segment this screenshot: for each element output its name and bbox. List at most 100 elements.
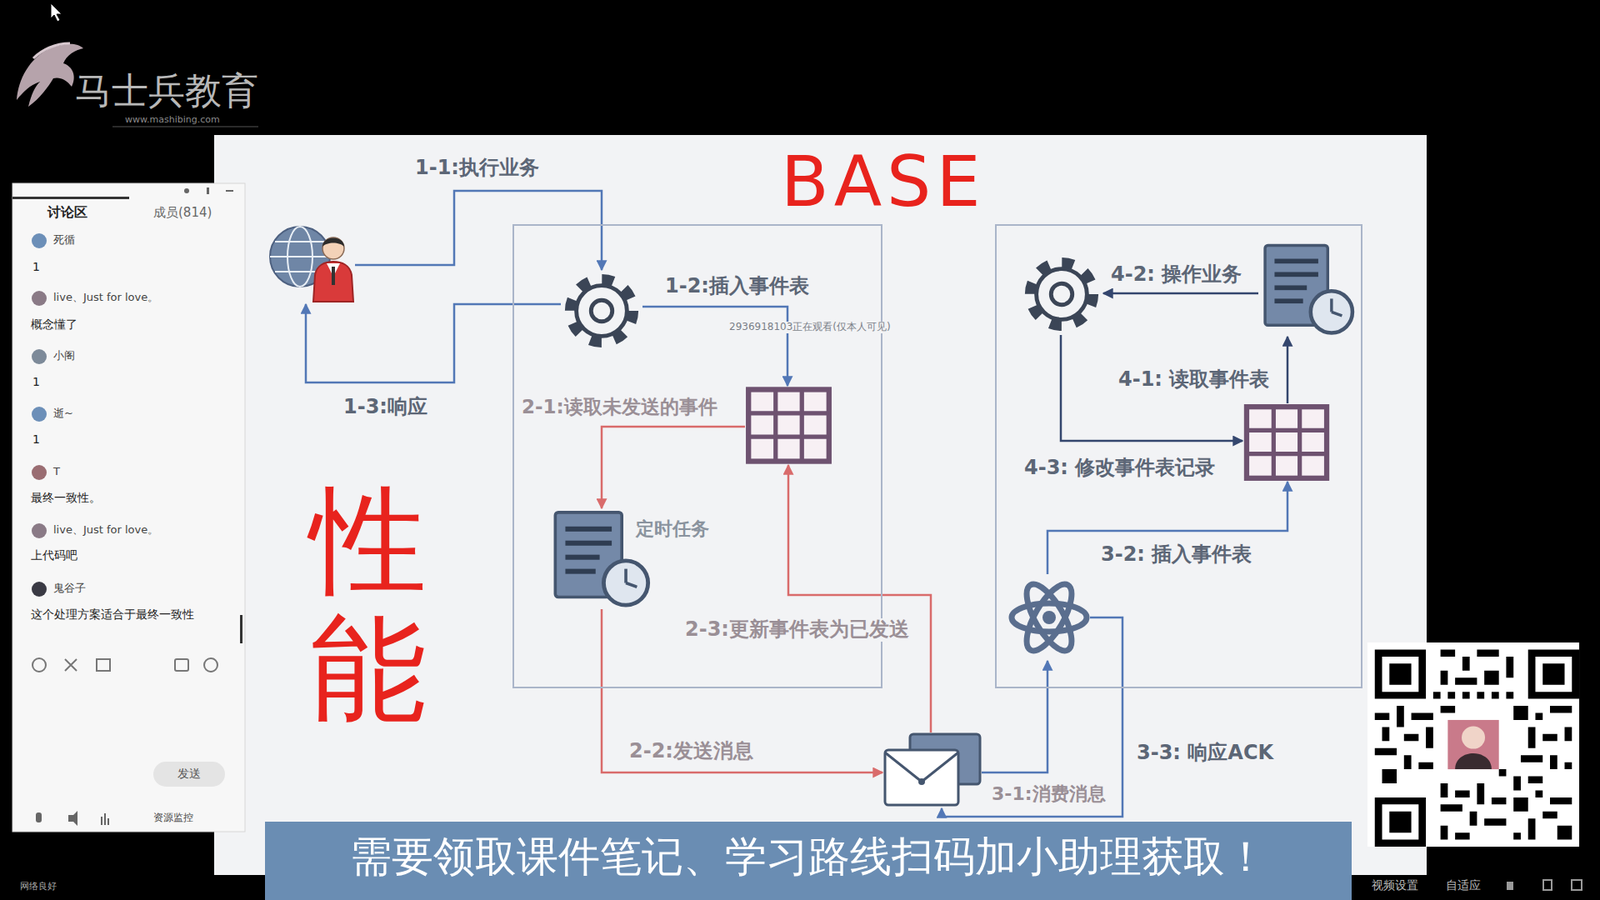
icon-part	[153, 761, 225, 787]
chat-user: 死循	[53, 234, 75, 247]
icon-part	[313, 261, 354, 302]
flow-arrow	[1286, 336, 1290, 404]
icon-part	[885, 750, 959, 805]
icon-part	[885, 752, 959, 782]
icon-part	[31, 581, 47, 597]
table-icon	[1246, 406, 1327, 479]
service-b-gear	[1020, 253, 1104, 335]
step-label: 4-1: 读取事件表	[1116, 368, 1271, 392]
icon-part	[31, 465, 47, 480]
message-envelope-icon	[885, 734, 980, 805]
slide-background	[214, 135, 1427, 875]
icon-part	[31, 233, 47, 249]
icon-part	[104, 813, 106, 825]
consumer-atom-icon	[1011, 578, 1087, 658]
status-icon	[1506, 881, 1514, 890]
service-a-boundary: 定时任务	[512, 224, 883, 689]
chat-message: 1	[32, 432, 40, 446]
chat-user: 小阁	[53, 350, 75, 363]
member-count: 成员(814)	[153, 205, 212, 220]
step-label: 1-2:插入事件表	[663, 275, 811, 299]
step-label: 1-3:响应	[341, 395, 430, 420]
flow-arrow	[601, 426, 745, 509]
chat-message: 上代码吧	[30, 548, 78, 562]
icon-part	[1042, 610, 1056, 625]
icon-part	[1018, 578, 1080, 658]
icon-part	[1455, 753, 1492, 770]
icon-part	[35, 812, 42, 823]
logo-rule	[112, 126, 259, 128]
icon-part	[1447, 720, 1499, 770]
chat-message: 这个处理方案适合于最终一致性	[30, 607, 195, 621]
node-text: 定时任务	[635, 518, 710, 540]
step-label: 2-1:读取未发送的事件	[520, 395, 720, 418]
icon-part	[175, 659, 189, 671]
network-status: 网络良好	[20, 881, 57, 893]
business-doc-icon	[1265, 245, 1353, 334]
icon-part	[1375, 649, 1580, 847]
icon-part	[918, 778, 925, 785]
chat-user: live、Just for love。	[53, 524, 159, 537]
icon-part	[107, 818, 110, 825]
icon-part	[100, 816, 103, 825]
business-node	[1258, 241, 1360, 337]
icon-part	[1011, 603, 1087, 632]
user-icon	[270, 226, 354, 302]
promo-banner	[265, 821, 1352, 900]
flow-arrow	[305, 304, 561, 383]
chat-panel	[12, 183, 245, 832]
flow-arrow	[642, 306, 788, 386]
icon-part	[1367, 642, 1580, 847]
consumer-node	[1008, 574, 1090, 661]
message-queue-node	[882, 732, 982, 809]
flow-arrow	[1103, 292, 1259, 295]
chat-user: live、Just for love。	[53, 291, 159, 305]
icon-part	[225, 190, 234, 192]
step-label: 4-2: 操作业务	[1109, 263, 1244, 287]
flow-arrow	[981, 660, 1048, 773]
icon-part	[1461, 726, 1485, 750]
chat-message: 概念懂了	[30, 317, 78, 331]
icon-part	[184, 188, 190, 194]
icon-part	[1375, 649, 1573, 840]
icon-part	[275, 240, 325, 243]
table-icon	[748, 389, 830, 461]
viewer-watermark: 2936918103正在观看(仅本人可见)	[727, 321, 893, 334]
chat-user: T	[53, 465, 60, 479]
event-table-node	[1242, 403, 1331, 482]
step-label: 3-1:消费消息	[990, 783, 1108, 805]
resource-monitor: 资源监控	[153, 812, 194, 825]
gear-icon	[1030, 263, 1093, 325]
icon-part	[32, 658, 46, 672]
flow-arrow	[355, 190, 602, 270]
status-icon	[1543, 880, 1552, 890]
icon-part	[322, 238, 345, 248]
step-label: 1-1:执行业务	[413, 156, 541, 180]
gear-icon	[570, 280, 633, 342]
chat-message: 1	[32, 375, 40, 389]
chat-tab: 讨论区	[47, 205, 88, 220]
logo-mark	[16, 43, 84, 107]
step-label: 3-2: 插入事件表	[1099, 543, 1254, 567]
banner-text: 需要领取课件笔记、学习路线扫码加小助理获取！	[265, 833, 1352, 882]
qr-code	[1367, 642, 1580, 847]
icon-part	[331, 266, 335, 285]
step-label: 3-3: 响应ACK	[1135, 741, 1275, 765]
step-label: 4-3: 修改事件表记录	[1022, 456, 1217, 480]
icon-part	[31, 523, 47, 539]
flow-arrow	[788, 465, 931, 733]
icon-part	[270, 255, 330, 258]
flow-arrow	[1047, 481, 1288, 575]
chat-message: 最终一致性。	[30, 490, 101, 505]
icon-part	[65, 659, 77, 671]
service-b-boundary	[995, 224, 1363, 689]
handwritten-note: BASE	[780, 141, 985, 223]
icon-part	[16, 44, 84, 107]
icon-part	[240, 615, 243, 644]
icon-part	[1018, 578, 1080, 658]
icon-part	[206, 187, 210, 195]
